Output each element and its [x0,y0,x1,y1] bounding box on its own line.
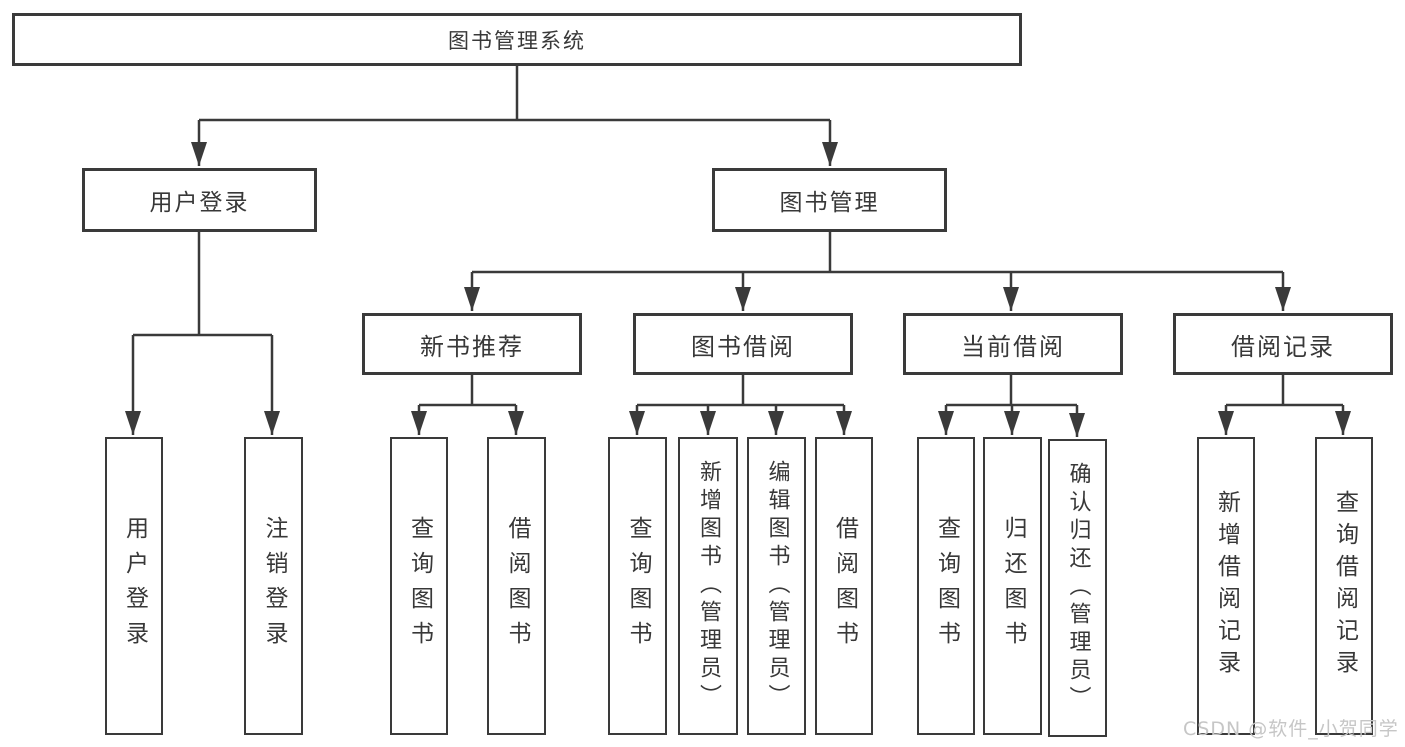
leaf-bb-borrow-books: 借阅图书 [815,437,873,735]
leaf-bb-add-books-admin: 新增图书（管理员） [678,437,738,735]
leaf-bb-add-books-admin-label: 新增图书（管理员） [696,460,721,712]
leaf-bb-borrow-books-label: 借阅图书 [831,516,858,656]
leaf-br-add-record: 新增借阅记录 [1197,437,1255,735]
leaf-bb-edit-books-admin: 编辑图书（管理员） [747,437,806,735]
leaf-user-login-label: 用户登录 [121,516,148,656]
node-borrow-record: 借阅记录 [1173,313,1393,375]
leaf-cb-query-books-label: 查询图书 [933,516,960,656]
leaf-nb-query-books-label: 查询图书 [406,516,433,656]
leaf-cb-query-books: 查询图书 [917,437,975,735]
leaf-cb-confirm-return-admin-label: 确认归还（管理员） [1065,462,1091,714]
node-root-system: 图书管理系统 [12,13,1022,66]
node-root-label: 图书管理系统 [448,28,586,53]
node-current-borrow-label: 当前借阅 [961,332,1065,361]
leaf-bb-edit-books-admin-label: 编辑图书（管理员） [764,460,790,712]
leaf-logout-label: 注销登录 [261,516,287,656]
leaf-nb-borrow-books: 借阅图书 [487,437,546,735]
connector-trunks [133,66,1343,407]
leaf-logout: 注销登录 [244,437,303,735]
leaf-nb-borrow-books-label: 借阅图书 [504,516,530,656]
node-user-login: 用户登录 [82,168,317,232]
node-book-mgmt: 图书管理 [712,168,947,232]
node-user-login-label: 用户登录 [149,190,250,216]
node-book-borrow: 图书借阅 [633,313,853,375]
leaf-br-add-record-label: 新增借阅记录 [1213,490,1240,682]
leaf-bb-query-books: 查询图书 [608,437,667,735]
leaf-br-query-record: 查询借阅记录 [1315,437,1373,735]
leaf-bb-query-books-label: 查询图书 [625,516,651,656]
leaf-cb-return-books-label: 归还图书 [1000,516,1026,656]
node-current-borrow: 当前借阅 [903,313,1123,375]
node-new-book-rec: 新书推荐 [362,313,582,375]
leaf-cb-confirm-return-admin: 确认归还（管理员） [1048,439,1107,737]
leaf-user-login: 用户登录 [105,437,163,735]
leaf-cb-return-books: 归还图书 [983,437,1042,735]
node-borrow-record-label: 借阅记录 [1231,332,1335,361]
watermark: CSDN @软件_小贺同学 [1183,718,1399,740]
leaf-br-query-record-label: 查询借阅记录 [1331,490,1358,682]
node-new-book-rec-label: 新书推荐 [420,332,524,361]
node-book-borrow-label: 图书借阅 [691,332,795,361]
node-book-mgmt-label: 图书管理 [779,190,880,216]
leaf-nb-query-books: 查询图书 [390,437,448,735]
